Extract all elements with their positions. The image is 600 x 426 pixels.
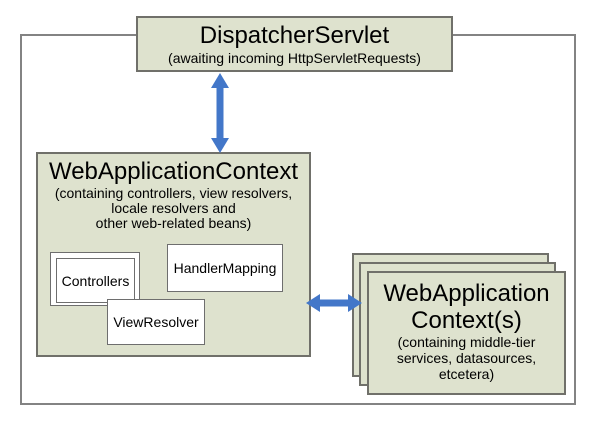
middle-tier-context-box: WebApplication Context(s) (containing mi… bbox=[367, 271, 566, 395]
web-application-context-subtitle-line-2: locale resolvers and bbox=[111, 200, 236, 216]
middle-tier-context-subtitle-line-2: services, datasources, bbox=[396, 350, 537, 366]
middle-tier-context-title-line-1: WebApplication bbox=[383, 280, 550, 307]
web-application-context-subtitle-line-1: (containing controllers, view resolvers, bbox=[54, 185, 293, 201]
dispatcher-servlet-subtitle: (awaiting incoming HttpServletRequests) bbox=[168, 50, 421, 66]
view-resolver-box: ViewResolver bbox=[107, 299, 205, 345]
controllers-box: Controllers bbox=[56, 258, 135, 303]
dispatcher-servlet-box: DispatcherServlet (awaiting incoming Htt… bbox=[136, 16, 453, 72]
dispatcher-servlet-title: DispatcherServlet bbox=[199, 22, 390, 49]
middle-tier-context-subtitle-line-1: (containing middle-tier bbox=[397, 334, 536, 350]
web-application-context-subtitle-line-3: other web-related beans) bbox=[95, 215, 252, 231]
view-resolver-label: ViewResolver bbox=[113, 314, 199, 330]
middle-tier-context-title-line-2: Context(s) bbox=[411, 307, 522, 334]
middle-tier-context-subtitle-line-3: etcetera) bbox=[438, 366, 495, 382]
controllers-label: Controllers bbox=[61, 272, 130, 289]
handler-mapping-label: HandlerMapping bbox=[173, 260, 277, 276]
handler-mapping-box: HandlerMapping bbox=[167, 244, 283, 292]
web-application-context-title: WebApplicationContext bbox=[48, 158, 299, 185]
